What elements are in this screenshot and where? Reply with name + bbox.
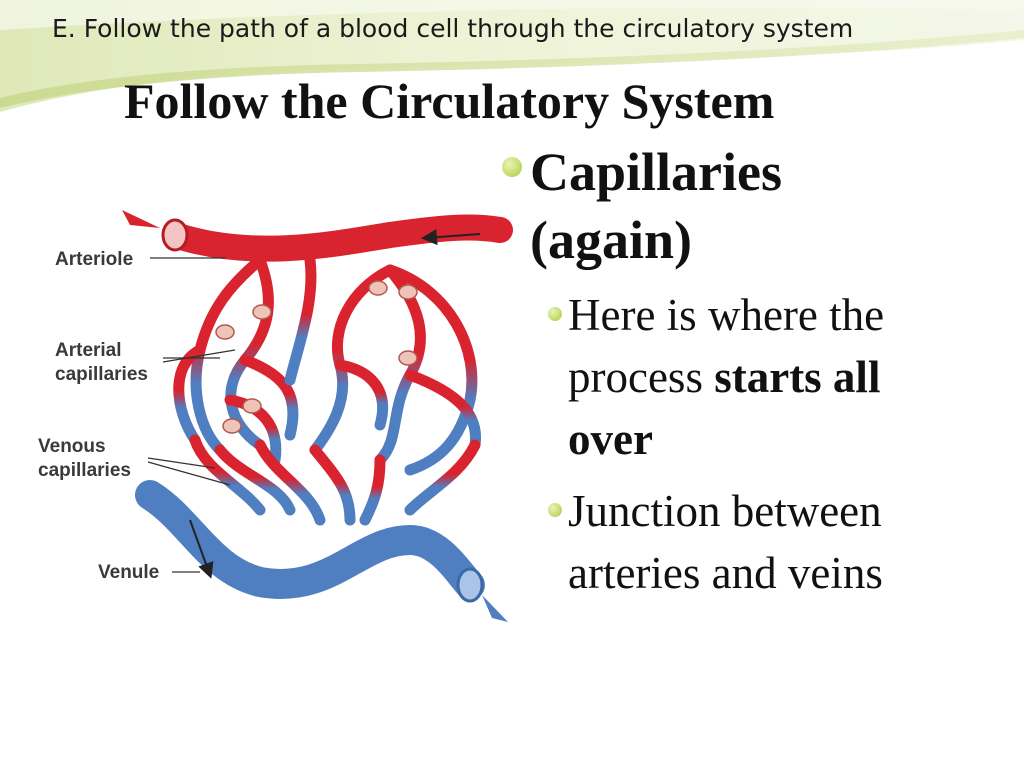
venule-arrow-icon	[482, 595, 508, 622]
main-bullet: Capillaries (again)	[530, 138, 830, 274]
arteriole-arrow-icon	[122, 210, 160, 228]
slide-title: Follow the Circulatory System	[124, 73, 775, 129]
arteriole-vessel	[162, 214, 513, 262]
label-arterial-1: Arterial	[55, 340, 122, 361]
sphincters	[215, 280, 418, 434]
venule-opening	[456, 567, 484, 603]
sub-bullet-icon	[548, 503, 562, 517]
capillary-network	[173, 254, 482, 526]
sub-bullet-2: Junction between arteries and veins	[568, 486, 883, 598]
sphincter	[222, 418, 242, 434]
main-bullet-line1: Capillaries	[530, 142, 782, 202]
label-venous-1: Venous	[38, 436, 106, 457]
sphincter	[215, 324, 235, 340]
label-arteriole: Arteriole	[55, 249, 133, 270]
main-bullet-icon	[502, 157, 522, 177]
arteriole-flow-arrow-icon	[421, 229, 481, 246]
sphincter	[242, 398, 262, 414]
header-banner	[0, 0, 1024, 112]
sub-bullet-1: Here is where the process starts all ove…	[568, 284, 968, 470]
label-venule: Venule	[98, 562, 159, 583]
venule-flow-arrow-icon	[189, 519, 214, 579]
label-arterial-2: capillaries	[55, 364, 148, 385]
header-text: E. Follow the path of a blood cell throu…	[52, 14, 854, 43]
sphincter	[368, 280, 388, 296]
sub-bullet-1-bold: starts all over	[568, 352, 881, 464]
sphincter	[398, 350, 418, 366]
venule-vessel	[135, 480, 485, 600]
sub-bullet-1-text: Here is where the process	[568, 290, 885, 402]
arteriole-opening	[161, 218, 189, 252]
label-leaders	[147, 257, 236, 573]
label-venous-2: capillaries	[38, 460, 131, 481]
sub-bullet-icon	[548, 307, 562, 321]
capillary-bed-diagram: Arteriole Arterial capillaries Venous ca…	[38, 210, 513, 622]
sphincter	[398, 284, 418, 300]
main-bullet-line2: (again)	[530, 210, 692, 270]
sphincter	[252, 304, 272, 320]
